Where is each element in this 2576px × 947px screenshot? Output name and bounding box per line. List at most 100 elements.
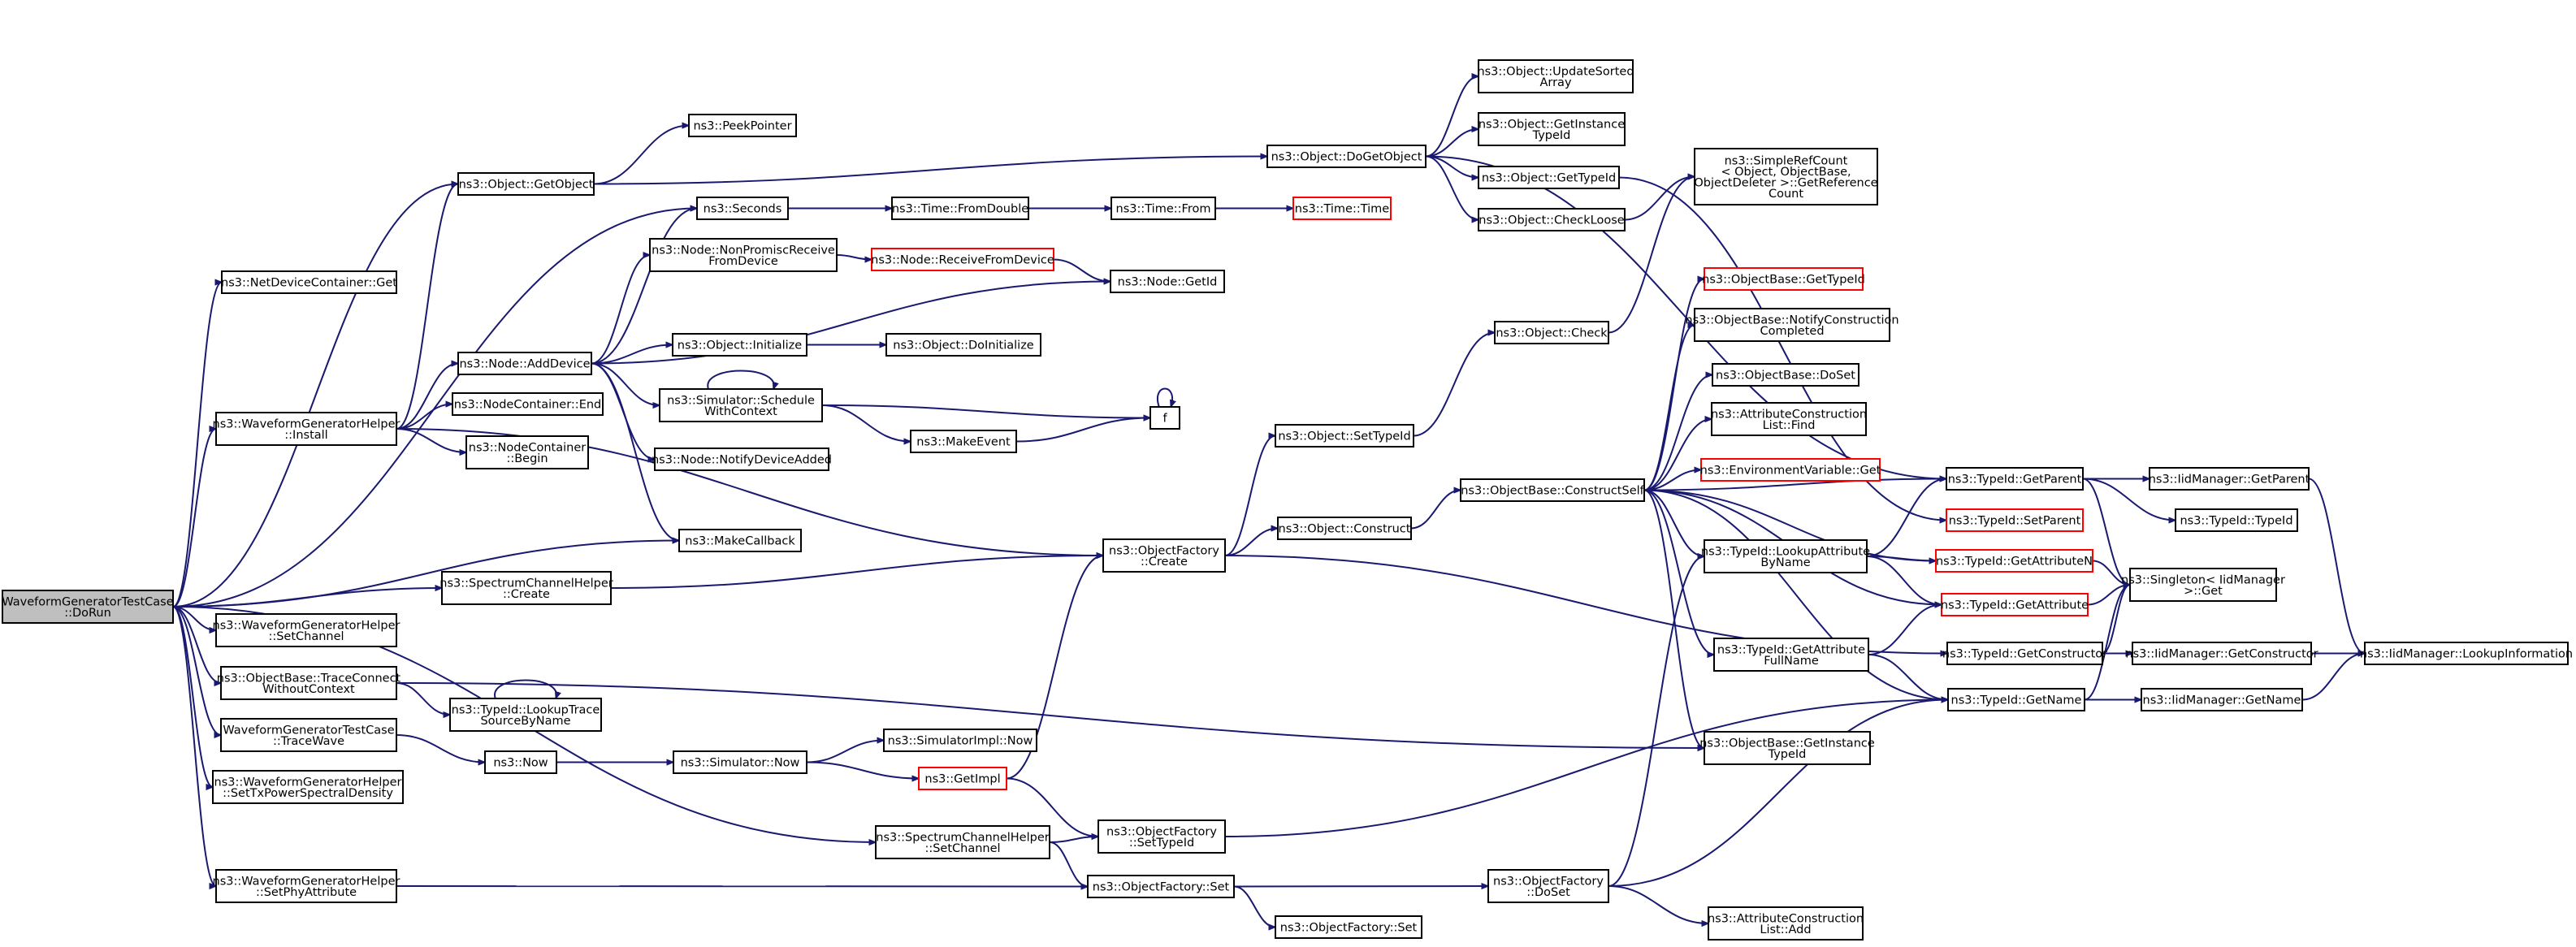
node-box[interactable] bbox=[1478, 59, 1634, 93]
node-box[interactable] bbox=[457, 352, 592, 375]
node-box[interactable] bbox=[688, 114, 797, 137]
node-box[interactable] bbox=[891, 197, 1029, 220]
node-box[interactable] bbox=[918, 767, 1007, 790]
node-obdoset[interactable]: ns3::ObjectBase::DoSet bbox=[1712, 363, 1859, 387]
node-ofset2[interactable]: ns3::ObjectFactory::Set bbox=[1275, 915, 1422, 939]
node-singletonget[interactable]: ns3::Singleton< IidManager>::Get bbox=[2121, 568, 2285, 602]
node-box[interactable] bbox=[2141, 688, 2303, 711]
node-receivefromdevice[interactable]: ns3::Node::ReceiveFromDevice bbox=[871, 248, 1054, 271]
node-box[interactable] bbox=[1087, 875, 1235, 898]
node-box[interactable] bbox=[1694, 308, 1890, 342]
node-timetime[interactable]: ns3::Time::Time bbox=[1292, 197, 1392, 220]
node-makecallback[interactable]: ns3::MakeCallback bbox=[678, 529, 802, 552]
node-box[interactable] bbox=[1946, 642, 2103, 665]
node-tidgetattr[interactable]: ns3::TypeId::GetAttribute bbox=[1941, 593, 2089, 616]
node-ofset[interactable]: ns3::ObjectFactory::Set bbox=[1087, 875, 1235, 898]
node-box[interactable] bbox=[441, 571, 612, 605]
node-doinitialize[interactable]: ns3::Object::DoInitialize bbox=[885, 333, 1041, 357]
node-objgettypeid[interactable]: ns3::Object::GetTypeId bbox=[1478, 166, 1620, 189]
node-box[interactable] bbox=[672, 333, 807, 357]
node-tidsetparent[interactable]: ns3::TypeId::SetParent bbox=[1946, 508, 2084, 532]
node-box[interactable] bbox=[871, 248, 1054, 271]
node-box[interactable] bbox=[220, 666, 397, 700]
node-box[interactable] bbox=[221, 270, 397, 294]
node-tidgetname[interactable]: ns3::TypeId::GetName bbox=[1947, 688, 2085, 711]
node-box[interactable] bbox=[1947, 688, 2085, 711]
node-root[interactable]: WaveformGeneratorTestCase::DoRun bbox=[2, 590, 174, 624]
node-box[interactable] bbox=[659, 388, 823, 422]
node-box[interactable] bbox=[1098, 819, 1226, 854]
node-box[interactable] bbox=[1946, 467, 2084, 491]
node-wghinstall[interactable]: ns3::WaveformGeneratorHelper::Install bbox=[213, 412, 400, 446]
node-nodegetid[interactable]: ns3::Node::GetId bbox=[1110, 270, 1225, 293]
node-wghsetphyattr[interactable]: ns3::WaveformGeneratorHelper::SetPhyAttr… bbox=[213, 869, 400, 903]
node-envget[interactable]: ns3::EnvironmentVariable::Get bbox=[1700, 458, 1881, 482]
node-box[interactable] bbox=[1478, 166, 1620, 189]
node-now[interactable]: ns3::Now bbox=[484, 750, 557, 774]
node-settxpsd[interactable]: ns3::WaveformGeneratorHelper::SetTxPower… bbox=[212, 770, 404, 804]
node-objinitialize[interactable]: ns3::Object::Initialize bbox=[672, 333, 807, 357]
node-notifyconstruction[interactable]: ns3::ObjectBase::NotifyConstructionCompl… bbox=[1685, 308, 1899, 342]
node-makeevent[interactable]: ns3::MakeEvent bbox=[910, 430, 1017, 453]
node-box[interactable] bbox=[654, 448, 829, 471]
node-box[interactable] bbox=[2, 590, 174, 624]
node-box[interactable] bbox=[1478, 112, 1626, 146]
node-getobject[interactable]: ns3::Object::GetObject bbox=[457, 172, 595, 196]
node-box[interactable] bbox=[2132, 642, 2312, 665]
node-objsettypeid[interactable]: ns3::Object::SetTypeId bbox=[1275, 424, 1414, 448]
node-box[interactable] bbox=[696, 197, 789, 220]
node-box[interactable] bbox=[484, 750, 557, 774]
node-box[interactable] bbox=[678, 529, 802, 552]
node-schsetchannel[interactable]: ns3::SpectrumChannelHelper::SetChannel bbox=[875, 825, 1050, 859]
node-nodecontbegin[interactable]: ns3::NodeContainer::Begin bbox=[465, 435, 589, 469]
node-box[interactable] bbox=[883, 729, 1037, 752]
node-box[interactable] bbox=[212, 770, 404, 804]
node-box[interactable] bbox=[1941, 593, 2089, 616]
node-box[interactable] bbox=[1275, 424, 1414, 448]
node-wghsetchannel[interactable]: ns3::WaveformGeneratorHelper::SetChannel bbox=[213, 613, 400, 647]
node-tidtypeid[interactable]: ns3::TypeId::TypeId bbox=[2175, 508, 2298, 532]
node-iidgetparent[interactable]: ns3::IidManager::GetParent bbox=[2149, 467, 2310, 491]
node-box[interactable] bbox=[910, 430, 1017, 453]
node-objcheck[interactable]: ns3::Object::Check bbox=[1494, 321, 1609, 344]
node-box[interactable] bbox=[1704, 731, 1871, 765]
node-box[interactable] bbox=[1935, 549, 2093, 573]
node-obgettypeid[interactable]: ns3::ObjectBase::GetTypeId bbox=[1702, 267, 1865, 291]
node-box[interactable] bbox=[1102, 538, 1226, 573]
node-box[interactable] bbox=[1478, 208, 1626, 231]
node-box[interactable] bbox=[1460, 478, 1645, 502]
node-getimpl[interactable]: ns3::GetImpl bbox=[918, 767, 1007, 790]
node-box[interactable] bbox=[1700, 458, 1881, 482]
node-box[interactable] bbox=[673, 750, 807, 774]
node-box[interactable] bbox=[2149, 467, 2310, 491]
node-checkloose[interactable]: ns3::Object::CheckLoose bbox=[1478, 208, 1626, 231]
node-box[interactable] bbox=[1704, 267, 1864, 291]
node-box[interactable] bbox=[2129, 568, 2277, 602]
node-box[interactable] bbox=[1704, 539, 1868, 573]
node-iidgetname[interactable]: ns3::IidManager::GetName bbox=[2141, 688, 2303, 711]
node-box[interactable] bbox=[449, 698, 602, 732]
node-box[interactable] bbox=[1494, 321, 1609, 344]
node-tracewave[interactable]: WaveformGeneratorTestCase::TraceWave bbox=[220, 718, 397, 752]
node-objfactcreate[interactable]: ns3::ObjectFactory::Create bbox=[1102, 538, 1226, 573]
node-box[interactable] bbox=[215, 869, 397, 903]
node-adddevice[interactable]: ns3::Node::AddDevice bbox=[457, 352, 592, 375]
node-tidgetparent[interactable]: ns3::TypeId::GetParent bbox=[1946, 467, 2084, 491]
node-ofsettypeid[interactable]: ns3::ObjectFactory::SetTypeId bbox=[1098, 819, 1226, 854]
node-simplerefcount[interactable]: ns3::SimpleRefCount< Object, ObjectBase,… bbox=[1694, 148, 1878, 205]
node-constructself[interactable]: ns3::ObjectBase::ConstructSelf bbox=[1460, 478, 1645, 502]
node-notifydeviceadded[interactable]: ns3::Node::NotifyDeviceAdded bbox=[652, 448, 832, 471]
node-box[interactable] bbox=[1694, 148, 1878, 205]
node-box[interactable] bbox=[1713, 638, 1869, 672]
node-traceconnect[interactable]: ns3::ObjectBase::TraceConnectWithoutCont… bbox=[217, 666, 401, 700]
node-box[interactable] bbox=[215, 613, 397, 647]
